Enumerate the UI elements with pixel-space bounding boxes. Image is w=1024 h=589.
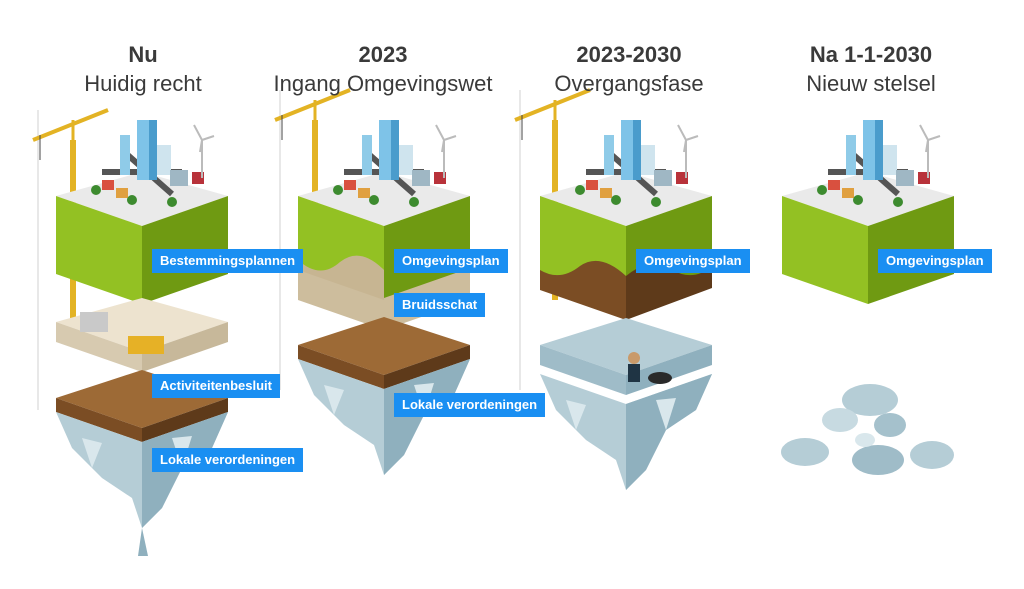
- label-bruidsschat: Bruidsschat: [394, 293, 486, 317]
- column-heading: Nu: [128, 42, 158, 67]
- column-header-nu: Nu Huidig recht: [18, 40, 268, 98]
- land-block-1: [56, 172, 228, 304]
- construction-slab-1: [56, 298, 228, 372]
- column-heading: 2023: [358, 42, 408, 67]
- column-subheading: Ingang Omgevingswet: [273, 71, 493, 96]
- column-subheading: Huidig recht: [84, 71, 202, 96]
- column-subheading: Overgangsfase: [554, 71, 704, 96]
- column-heading: Na 1-1-2030: [809, 42, 933, 67]
- label-bestemmingsplannen: Bestemmingsplannen: [152, 249, 304, 273]
- rock-debris: [781, 384, 954, 475]
- label-omgevingsplan-4: Omgevingsplan: [878, 249, 992, 273]
- label-activiteitenbesluit: Activiteitenbesluit: [152, 374, 280, 398]
- label-omgevingsplan-2: Omgevingsplan: [394, 249, 508, 273]
- land-block-4: [782, 172, 954, 304]
- label-omgevingsplan-3: Omgevingsplan: [636, 249, 750, 273]
- column-heading: 2023-2030: [576, 42, 682, 67]
- transition-soil: [540, 260, 712, 320]
- column-header-2023: 2023 Ingang Omgevingswet: [258, 40, 508, 98]
- label-lokale-verordeningen-1: Lokale verordeningen: [152, 448, 304, 472]
- column-header-na-2030: Na 1-1-2030 Nieuw stelsel: [746, 40, 996, 98]
- worker-icon: [628, 352, 672, 384]
- column-subheading: Nieuw stelsel: [806, 71, 936, 96]
- rock-slab-3: [540, 318, 712, 395]
- label-lokale-verordeningen-2: Lokale verordeningen: [394, 393, 546, 417]
- column-header-2023-2030: 2023-2030 Overgangsfase: [504, 40, 754, 98]
